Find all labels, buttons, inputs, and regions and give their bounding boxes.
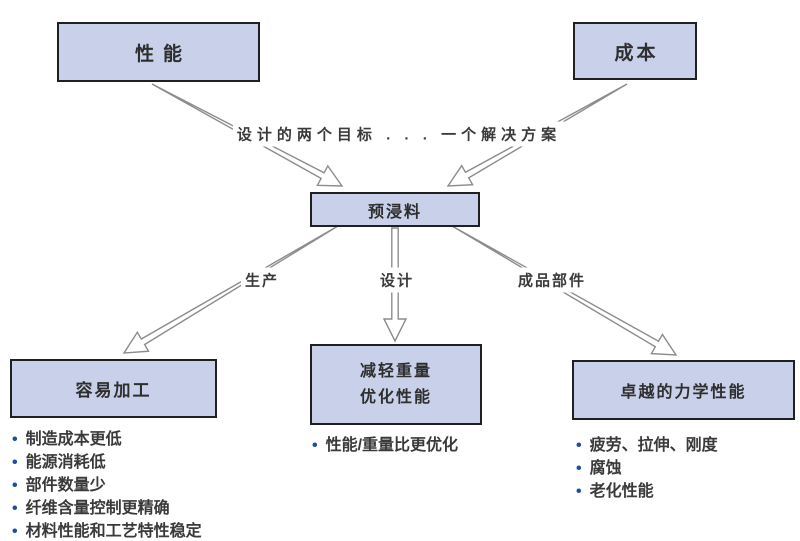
bullet-text: 老化性能 [589, 483, 654, 500]
list-item: • 制造成本更低 [12, 428, 202, 451]
list-item: • 纤维含量控制更精确 [12, 497, 202, 520]
bullet-text: 腐蚀 [589, 460, 622, 477]
bullet-text: 疲劳、拉伸、刚度 [589, 437, 718, 454]
goal-text: 设计的两个目标 . . . 一个解决方案 [232, 121, 566, 147]
bullet-dot-icon: • [12, 523, 18, 540]
box-weight-performance-line2: 优化性能 [359, 388, 432, 406]
bullet-dot-icon: • [12, 477, 18, 494]
box-performance: 性能 [57, 22, 260, 82]
bullet-text: 能源消耗低 [25, 454, 106, 471]
list-item: • 老化性能 [576, 480, 718, 503]
list-item: • 性能/重量比更优化 [312, 434, 458, 457]
mechanical-bullet-list: • 疲劳、拉伸、刚度 • 腐蚀 • 老化性能 [576, 434, 718, 503]
list-item: • 腐蚀 [576, 457, 718, 480]
bullet-dot-icon: • [576, 437, 582, 454]
bullet-text: 部件数量少 [25, 477, 106, 494]
bullet-dot-icon: • [576, 483, 582, 500]
box-mechanical: 卓越的力学性能 [572, 360, 795, 420]
bullet-text: 纤维含量控制更精确 [25, 500, 170, 517]
box-cost: 成本 [573, 22, 697, 80]
box-performance-label: 性能 [134, 43, 191, 65]
bullet-dot-icon: • [12, 454, 18, 471]
list-item: • 材料性能和工艺特性稳定 [12, 520, 202, 541]
list-item: • 部件数量少 [12, 474, 202, 497]
box-weight-performance: 减轻重量 优化性能 [310, 344, 482, 425]
bullet-text: 制造成本更低 [25, 431, 122, 448]
box-cost-label: 成本 [614, 42, 659, 64]
branch-label-design: 设计 [375, 267, 419, 293]
bullet-dot-icon: • [12, 500, 18, 517]
list-item: • 能源消耗低 [12, 451, 202, 474]
box-easy-processing-label: 容易加工 [75, 381, 152, 400]
bullet-text: 性能/重量比更优化 [325, 437, 459, 454]
box-easy-processing: 容易加工 [10, 359, 217, 418]
bullet-dot-icon: • [312, 437, 318, 454]
box-prepreg-label: 预浸料 [367, 203, 422, 221]
branch-label-finished-part: 成品部件 [513, 267, 591, 293]
bullet-text: 材料性能和工艺特性稳定 [25, 523, 202, 540]
weight-performance-bullet-list: • 性能/重量比更优化 [312, 434, 458, 457]
bullet-dot-icon: • [12, 431, 18, 448]
branch-label-production: 生产 [240, 267, 284, 293]
bullet-dot-icon: • [576, 460, 582, 477]
box-prepreg: 预浸料 [310, 192, 480, 227]
arrow-prepreg-to-easy-processing [122, 225, 339, 354]
list-item: • 疲劳、拉伸、刚度 [576, 434, 718, 457]
easy-processing-bullet-list: • 制造成本更低 • 能源消耗低 • 部件数量少 • 纤维含量控制更精确 • 材料性能和工… [12, 428, 202, 541]
box-mechanical-label: 卓越的力学性能 [620, 384, 747, 401]
box-weight-performance-line1: 减轻重量 [359, 362, 432, 380]
